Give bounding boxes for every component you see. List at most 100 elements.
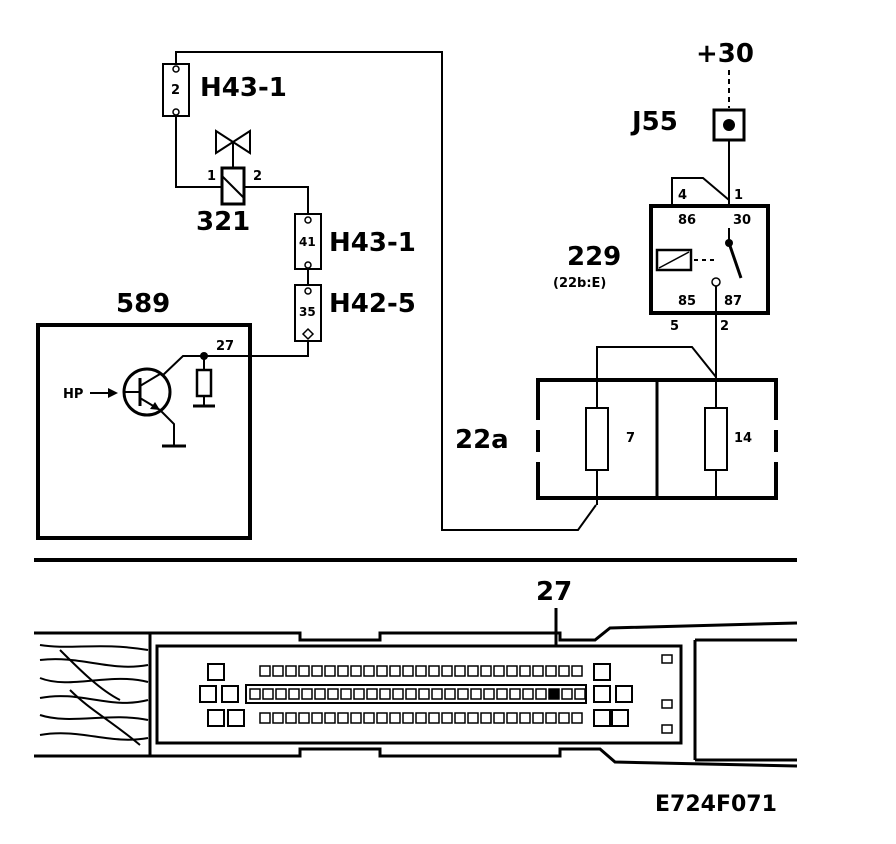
wire-bundle bbox=[34, 631, 152, 758]
pin-row-middle bbox=[245, 684, 587, 704]
connector-pin bbox=[376, 665, 388, 677]
connector-pin bbox=[532, 665, 544, 677]
connector-pin bbox=[324, 665, 336, 677]
connector-pin bbox=[324, 712, 336, 724]
connector-pin bbox=[519, 665, 531, 677]
connector-pin bbox=[418, 688, 430, 700]
connector-pin bbox=[311, 712, 323, 724]
connector-pin bbox=[350, 665, 362, 677]
connector-pin bbox=[301, 688, 313, 700]
connector-pin bbox=[454, 712, 466, 724]
connector-pin bbox=[545, 665, 557, 677]
connector-pin bbox=[402, 712, 414, 724]
connector-pin bbox=[509, 688, 521, 700]
connector-pin bbox=[571, 712, 583, 724]
connector-h42-5: 35 bbox=[294, 284, 322, 342]
connector-pin bbox=[415, 712, 427, 724]
pin-label: 85 bbox=[678, 294, 696, 309]
label-589: 589 bbox=[116, 289, 170, 319]
connector-pin bbox=[493, 712, 505, 724]
connector-pin bbox=[571, 665, 583, 677]
connector-pin bbox=[519, 712, 531, 724]
connector-pin bbox=[366, 688, 378, 700]
side-pins-left bbox=[199, 663, 245, 727]
connector-pin bbox=[311, 665, 323, 677]
callout-27: 27 bbox=[536, 577, 572, 607]
pin-label: 1 bbox=[734, 188, 743, 203]
pin-label: 87 bbox=[724, 294, 742, 309]
relay-229: 86 30 85 87 bbox=[649, 204, 770, 315]
pin-label: 7 bbox=[626, 431, 635, 446]
connector-plug-view: 27 bbox=[34, 577, 798, 768]
connector-pin bbox=[444, 688, 456, 700]
connector-pin bbox=[428, 712, 440, 724]
pin-label: 2 bbox=[171, 83, 180, 98]
connector-pin bbox=[402, 665, 414, 677]
connector-pin bbox=[522, 688, 534, 700]
connector-pin bbox=[483, 688, 495, 700]
connector-pin bbox=[480, 665, 492, 677]
figure-id: E724F071 bbox=[655, 792, 777, 817]
connector-pin bbox=[259, 665, 271, 677]
connector-pin bbox=[363, 665, 375, 677]
label-h42-5: H42-5 bbox=[329, 289, 416, 319]
solenoid-321: 1 2 bbox=[207, 166, 262, 206]
label-j55: J55 bbox=[630, 107, 678, 137]
connector-pin bbox=[532, 712, 544, 724]
connector-pin bbox=[298, 665, 310, 677]
pin-row-top bbox=[259, 665, 583, 677]
connector-pin bbox=[467, 712, 479, 724]
connector-pin bbox=[441, 665, 453, 677]
connector-pin bbox=[379, 688, 391, 700]
connector-pin bbox=[496, 688, 508, 700]
connector-pin bbox=[389, 712, 401, 724]
pin-label: 2 bbox=[253, 169, 262, 184]
connector-pin bbox=[259, 712, 271, 724]
side-pins-right bbox=[593, 663, 633, 727]
connector-pin bbox=[340, 688, 352, 700]
pin-label: 41 bbox=[299, 235, 316, 249]
connector-pin bbox=[535, 688, 547, 700]
pin-label: 1 bbox=[207, 169, 216, 184]
connector-pin bbox=[480, 712, 492, 724]
connector-pin bbox=[249, 688, 261, 700]
connector-pin bbox=[415, 665, 427, 677]
label-321: 321 bbox=[196, 207, 250, 237]
label-h43-1-mid: H43-1 bbox=[329, 228, 416, 258]
connector-pin bbox=[454, 665, 466, 677]
connector-pin bbox=[441, 712, 453, 724]
connector-pin bbox=[327, 688, 339, 700]
connector-pin bbox=[470, 688, 482, 700]
connector-pin bbox=[285, 665, 297, 677]
connector-pin bbox=[314, 688, 326, 700]
ecu-589: 589 27 HP bbox=[36, 289, 252, 540]
pin-label: 27 bbox=[216, 339, 234, 354]
pin-label: 30 bbox=[733, 213, 751, 228]
connector-pin bbox=[376, 712, 388, 724]
connector-pin bbox=[431, 688, 443, 700]
connector-pin bbox=[558, 712, 570, 724]
connector-pin bbox=[337, 712, 349, 724]
connector-pin bbox=[272, 712, 284, 724]
connector-pin bbox=[493, 665, 505, 677]
pin-row-outline bbox=[245, 684, 587, 704]
connector-pin bbox=[428, 665, 440, 677]
connector-pin bbox=[350, 712, 362, 724]
connector-pin bbox=[405, 688, 417, 700]
valve-circuit: 2 H43-1 1 2 321 41 H43-1 bbox=[162, 51, 597, 531]
connector-pin bbox=[298, 712, 310, 724]
pin-label: 35 bbox=[299, 305, 316, 319]
pin-27-highlight bbox=[548, 688, 560, 700]
connector-pin bbox=[561, 688, 573, 700]
connector-pin bbox=[506, 712, 518, 724]
pin-label: 2 bbox=[720, 319, 729, 334]
pin-label: 5 bbox=[670, 319, 679, 334]
connector-pin bbox=[337, 665, 349, 677]
label-h43-1-top: H43-1 bbox=[200, 73, 287, 103]
label-hp: HP bbox=[63, 387, 83, 402]
connector-pin bbox=[353, 688, 365, 700]
label-229-sub: (22b:E) bbox=[553, 276, 606, 291]
connector-pin bbox=[275, 688, 287, 700]
connector-h43-1-top: 2 bbox=[162, 63, 190, 117]
